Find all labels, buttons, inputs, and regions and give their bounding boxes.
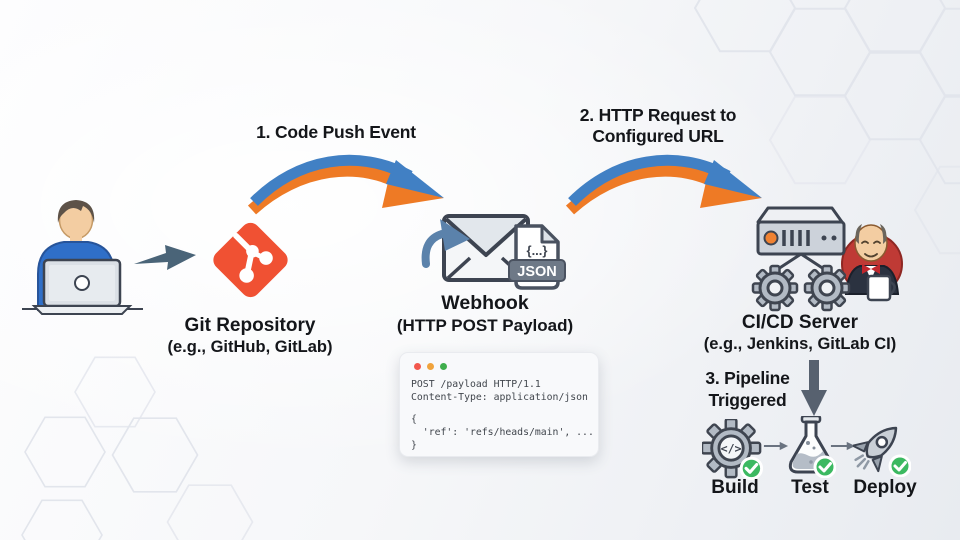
stage-label-build: Build xyxy=(711,477,759,498)
down-arrow-icon xyxy=(801,360,827,416)
jenkins-mascot-icon xyxy=(841,224,903,302)
json-file-icon: {...} JSON xyxy=(508,224,566,290)
server-gear-icon xyxy=(751,264,799,312)
code-line: 'ref': 'refs/heads/main', ... xyxy=(411,427,594,438)
code-line: POST /payload HTTP/1.1 xyxy=(411,379,541,390)
stage-arrow-icon xyxy=(763,441,789,451)
step3-line1: 3. Pipeline xyxy=(705,368,790,388)
step2-line2: Configured URL xyxy=(592,125,724,146)
json-badge-label: JSON xyxy=(517,264,557,280)
git-subtitle: (e.g., GitHub, GitLab) xyxy=(167,338,333,356)
developer-laptop-icon xyxy=(22,200,143,315)
payload-code-box: POST /payload HTTP/1.1 Content-Type: app… xyxy=(399,352,599,457)
json-file-glyph: {...} xyxy=(527,243,548,258)
build-gear-icon: </> xyxy=(702,419,764,481)
curved-arrow-2-icon xyxy=(566,154,762,215)
git-node-label: Git Repository (e.g., GitHub, GitLab) xyxy=(150,314,350,358)
cicd-title: CI/CD Server xyxy=(741,312,859,333)
git-logo-icon xyxy=(213,222,288,298)
server-led-icon xyxy=(763,230,779,246)
deploy-rocket-icon xyxy=(853,426,911,477)
code-line: Content-Type: application/json xyxy=(411,392,588,403)
stage-label-deploy: Deploy xyxy=(853,477,917,498)
cicd-server-icon xyxy=(751,206,903,312)
minimize-dot-icon xyxy=(427,363,434,370)
server-gear-icon xyxy=(803,264,851,312)
stage-arrow-icon xyxy=(830,441,856,451)
test-flask-icon xyxy=(788,416,836,478)
step1-label: 1. Code Push Event xyxy=(256,122,416,142)
payload-code: POST /payload HTTP/1.1 Content-Type: app… xyxy=(411,378,594,452)
check-badge-icon xyxy=(888,454,911,477)
curved-arrow-1-icon xyxy=(248,154,444,215)
stage-label-test: Test xyxy=(791,477,829,498)
step2-line1: 2. HTTP Request to xyxy=(579,105,737,125)
cicd-subtitle: (e.g., Jenkins, GitLab CI) xyxy=(703,335,897,353)
window-traffic-lights xyxy=(414,363,447,370)
step2-label: 2. HTTP Request to Configured URL xyxy=(558,105,758,146)
step3-label: 3. Pipeline Triggered xyxy=(695,368,800,411)
webhook-title: Webhook xyxy=(441,292,529,314)
webhook-node-label: Webhook (HTTP POST Payload) xyxy=(383,291,587,336)
close-dot-icon xyxy=(414,363,421,370)
cicd-node-label: CI/CD Server (e.g., Jenkins, GitLab CI) xyxy=(692,311,908,355)
code-line: { xyxy=(411,414,417,425)
code-line xyxy=(411,404,592,413)
webhook-envelope-json-icon: {...} JSON xyxy=(421,214,566,290)
step3-line2: Triggered xyxy=(708,389,787,410)
maximize-dot-icon xyxy=(440,363,447,370)
git-title: Git Repository xyxy=(184,315,316,336)
push-arrow-icon xyxy=(134,245,196,270)
webhook-subtitle: (HTTP POST Payload) xyxy=(396,316,574,335)
code-glyph: </> xyxy=(721,441,742,455)
code-line: } xyxy=(411,440,417,451)
check-badge-icon xyxy=(813,455,836,478)
